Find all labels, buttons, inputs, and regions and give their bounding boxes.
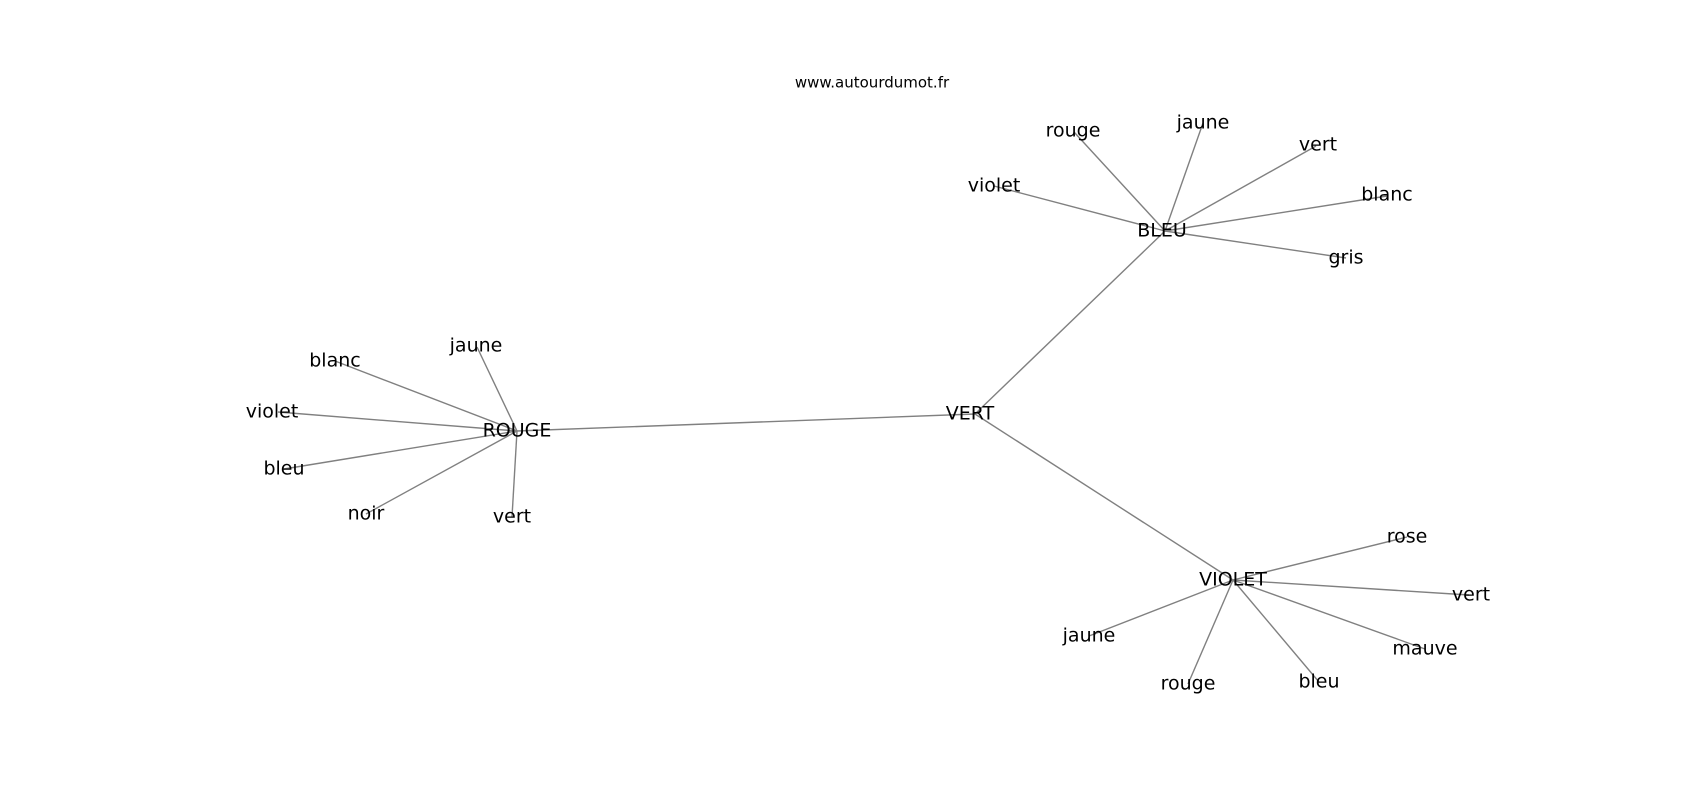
source-url[interactable]: www.autourdumot.fr xyxy=(795,74,950,92)
graph-edges xyxy=(277,122,1470,685)
node-violet-rouge[interactable]: rouge xyxy=(1161,673,1216,695)
edge-violet-rouge xyxy=(1187,579,1234,685)
node-hub-rouge[interactable]: ROUGE xyxy=(483,420,552,442)
edge-bleu-violet xyxy=(993,185,1166,232)
edge-bleu-jaune xyxy=(1164,122,1204,232)
edge-violet-mauve xyxy=(1232,579,1426,650)
edge-rouge-bleu xyxy=(283,430,518,470)
node-rouge-vert[interactable]: vert xyxy=(493,506,531,528)
edge-bleu-vert xyxy=(1164,145,1317,232)
node-bleu-blanc[interactable]: blanc xyxy=(1361,184,1412,206)
node-hub-violet[interactable]: VIOLET xyxy=(1199,569,1267,591)
node-rouge-bleu[interactable]: bleu xyxy=(263,458,304,480)
edge-rouge-blanc xyxy=(334,360,518,432)
edge-rouge-jaune xyxy=(476,346,518,432)
edge-rouge-noir xyxy=(365,430,518,515)
node-violet-bleu[interactable]: bleu xyxy=(1298,671,1339,693)
edge-bleu-gris xyxy=(1164,230,1347,259)
node-rouge-violet[interactable]: violet xyxy=(246,401,299,423)
edge-violet-bleu xyxy=(1232,579,1320,683)
edge-bleu-blanc xyxy=(1164,195,1388,232)
node-violet-mauve[interactable]: mauve xyxy=(1392,638,1457,660)
node-bleu-rouge[interactable]: rouge xyxy=(1046,120,1101,142)
edge-rouge-violet xyxy=(277,411,518,432)
node-hub-bleu[interactable]: BLEU xyxy=(1137,220,1187,242)
edge-violet-jaune xyxy=(1088,579,1234,637)
node-bleu-jaune[interactable]: jaune xyxy=(1176,112,1230,134)
edge-rouge-vert xyxy=(511,430,518,518)
node-rouge-blanc[interactable]: blanc xyxy=(309,350,360,372)
node-bleu-gris[interactable]: gris xyxy=(1328,247,1363,269)
node-bleu-violet[interactable]: violet xyxy=(968,175,1021,197)
node-rouge-jaune[interactable]: jaune xyxy=(449,335,503,357)
edge-violet-rose xyxy=(1232,536,1408,581)
edge-center-to-violet xyxy=(974,413,1234,581)
edge-bleu-rouge xyxy=(1073,131,1166,232)
edge-center-to-rouge xyxy=(516,413,976,432)
node-bleu-vert[interactable]: vert xyxy=(1299,134,1337,156)
node-violet-rose[interactable]: rose xyxy=(1387,526,1428,548)
node-center-vert[interactable]: VERT xyxy=(946,403,995,425)
edge-center-to-bleu xyxy=(974,230,1166,415)
edge-violet-vert xyxy=(1232,579,1470,596)
node-violet-vert[interactable]: vert xyxy=(1452,584,1490,606)
node-rouge-noir[interactable]: noir xyxy=(348,503,385,525)
node-violet-jaune[interactable]: jaune xyxy=(1062,625,1116,647)
